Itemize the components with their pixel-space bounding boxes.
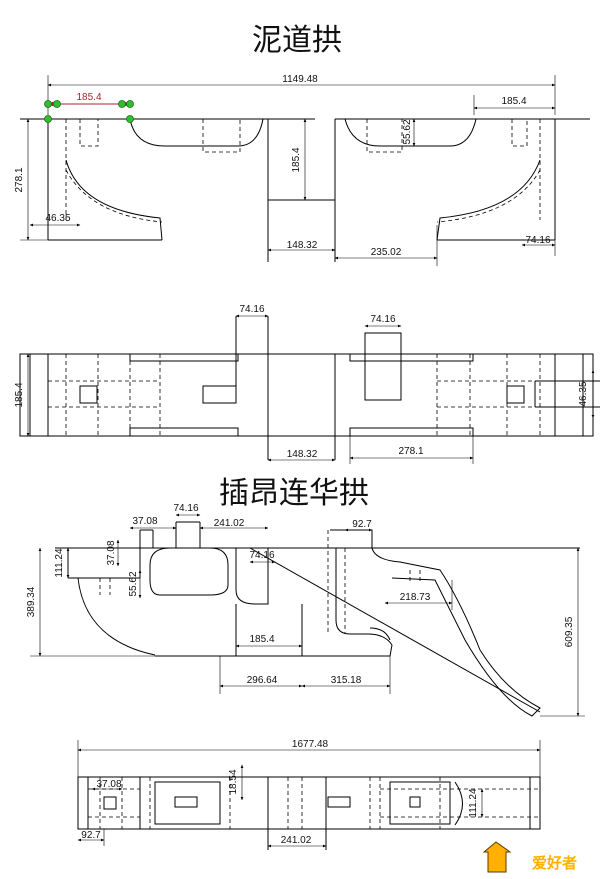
- c-dim-315-18: 315.18: [331, 675, 362, 686]
- constraint-point: [126, 100, 134, 108]
- c-dim-218-73: 218.73: [400, 592, 431, 603]
- c-dim-389-34: 389.34: [26, 586, 37, 617]
- site-logo: 爱好者: [482, 841, 577, 873]
- dim-74-16: 74.16: [525, 235, 550, 246]
- c-dim-185-4: 185.4: [249, 634, 274, 645]
- b-dim-1677-48: 1677.48: [292, 739, 329, 750]
- view-chaang-plan: 1677.48 37.08 18.54 111.24 92.7 241.02: [77, 739, 541, 850]
- b-dim-92-7: 92.7: [81, 830, 101, 841]
- b-dim-18-54: 18.54: [228, 769, 239, 794]
- view-nidao-plan: 74.16 74.16 185.4 46.35 148.32 278.1: [14, 304, 600, 464]
- dim-235-02: 235.02: [371, 247, 402, 258]
- plan-dim-148-32: 148.32: [287, 449, 318, 460]
- plan-dim-74-16-left: 74.16: [239, 304, 264, 315]
- b-dim-111-24: 111.24: [468, 788, 479, 818]
- dim-1149-48: 1149.48: [282, 74, 318, 85]
- view-nidao-elevation: 1149.48 185.4 185.4 278.1 55.62 185.4 46…: [14, 74, 590, 266]
- plan-dim-74-16-right: 74.16: [370, 314, 395, 325]
- dim-55-62: 55.62: [402, 119, 413, 144]
- c-dim-111-24: 111.24: [54, 548, 65, 578]
- b-dim-37-08: 37.08: [96, 779, 121, 790]
- view-chaang-elevation: 37.08 74.16 241.02 92.7 111.24 37.08 55.…: [26, 503, 585, 717]
- dim-185-4-right: 185.4: [501, 96, 526, 107]
- c-dim-74-16-mid: 74.16: [249, 550, 274, 561]
- c-dim-37-08-side: 37.08: [106, 540, 117, 565]
- c-dim-609-35: 609.35: [564, 616, 575, 647]
- constraint-point: [118, 100, 126, 108]
- house-icon: [482, 841, 512, 873]
- constraint-point: [44, 115, 52, 123]
- c-dim-92-7: 92.7: [352, 519, 372, 530]
- plan-dim-278-1: 278.1: [398, 446, 423, 457]
- c-dim-55-62: 55.62: [128, 571, 139, 596]
- dim-278-1: 278.1: [14, 167, 25, 192]
- b-dim-241-02: 241.02: [281, 835, 312, 846]
- dim-185-4-mid: 185.4: [291, 147, 302, 172]
- dim-185-4-highlighted: 185.4: [76, 92, 101, 103]
- c-dim-241-02: 241.02: [214, 518, 245, 529]
- plan-dim-46-35: 46.35: [578, 381, 589, 406]
- logo-text: 爱好者: [532, 854, 577, 872]
- constraint-point: [44, 100, 52, 108]
- title-chaang-lianhua-gong: 插昂连华拱: [219, 476, 369, 511]
- title-nidao-gong: 泥道拱: [252, 23, 342, 58]
- c-dim-74-16-top: 74.16: [173, 503, 198, 514]
- dim-148-32: 148.32: [287, 240, 318, 251]
- plan-dim-185-4: 185.4: [14, 382, 25, 407]
- constraint-point: [126, 115, 134, 123]
- dim-46-35: 46.35: [45, 213, 70, 224]
- constraint-point: [53, 100, 61, 108]
- c-dim-37-08-top: 37.08: [132, 516, 157, 527]
- c-dim-296-64: 296.64: [247, 675, 278, 686]
